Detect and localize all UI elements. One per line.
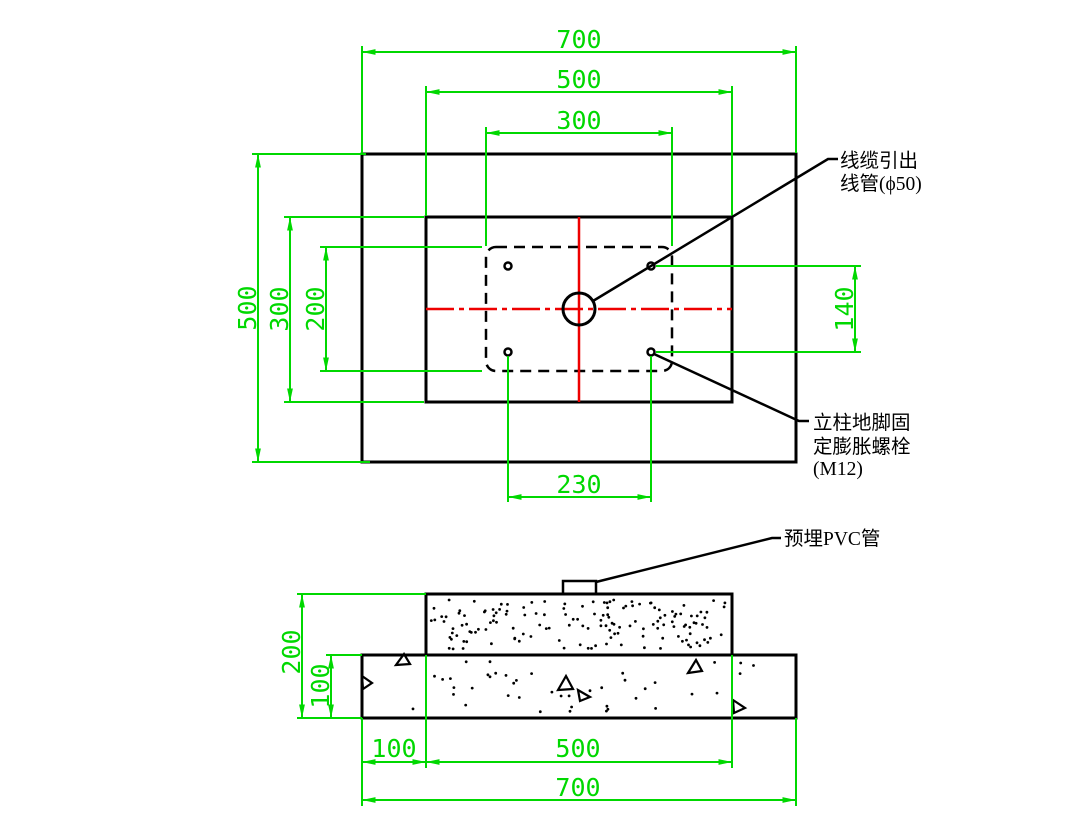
- dim-text-left-outer: 500: [233, 285, 262, 330]
- dim-section-base-width-700: 700: [362, 718, 797, 806]
- plan-view: 700 500 300 500 300: [233, 25, 922, 502]
- anchor-bolt-leader-line: [653, 352, 809, 423]
- dim-text-section-total-height: 200: [277, 629, 306, 674]
- dim-top-middle-500: 500: [425, 65, 733, 216]
- aggregate-triangle: [731, 697, 748, 715]
- dim-text-section-pedestal-width: 500: [555, 734, 600, 763]
- dim-text-left-inner: 200: [301, 286, 330, 331]
- dim-top-outer-700: 700: [361, 25, 797, 153]
- base-slab-section-outline: [360, 653, 798, 720]
- dim-text-section-base-width: 700: [555, 773, 600, 802]
- aggregate-triangle: [556, 673, 575, 692]
- anchor-bolt-label-line1: 立柱地脚固: [813, 412, 911, 434]
- anchor-bolt-label-line3: (M12): [813, 459, 863, 480]
- dim-left-middle-300: 300: [265, 216, 424, 403]
- dim-right-bolt-spacing-140: 140: [656, 265, 861, 353]
- anchor-bolt-hole-top-right: [646, 261, 656, 271]
- pedestal-concrete-stipple: [429, 598, 727, 651]
- pvc-pipe-label: 预埋PVC管: [784, 528, 880, 550]
- anchor-bolt-hole-bottom-left: [503, 347, 513, 357]
- foundation-outer-outline: [360, 152, 798, 464]
- dim-section-total-height-200: 200: [277, 593, 426, 719]
- dim-text-section-left-offset: 100: [371, 734, 416, 763]
- base-aggregate-symbols: [360, 652, 748, 715]
- dim-text-bottom-bolt-spacing: 230: [556, 470, 601, 499]
- dim-bottom-bolt-spacing-230: 230: [507, 356, 652, 502]
- anchor-bolt-label-line2: 定膨胀螺栓: [813, 436, 911, 458]
- cable-conduit-circle: [561, 291, 597, 327]
- base-concrete-stipple: [411, 660, 755, 714]
- dim-top-inner-300: 300: [485, 106, 673, 246]
- section-view: 预埋PVC管 200 100 100 500: [277, 528, 880, 806]
- dim-section-base-height-100: 100: [306, 654, 362, 718]
- dim-text-top-outer: 700: [556, 25, 601, 54]
- pvc-pipe-annotation: 预埋PVC管: [595, 528, 880, 584]
- dim-text-left-middle: 300: [265, 286, 294, 331]
- anchor-bolt-annotation: 立柱地脚固 定膨胀螺栓 (M12): [653, 352, 911, 480]
- pvc-pipe-leader-line: [595, 536, 781, 584]
- cable-conduit-annotation: 线缆引出 线管(ϕ50): [592, 150, 922, 303]
- anchor-bolt-hole-top-left: [503, 261, 513, 271]
- dim-text-right-bolt-spacing: 140: [830, 286, 859, 331]
- dim-text-section-base-height: 100: [306, 663, 335, 708]
- aggregate-triangle: [685, 657, 704, 675]
- dim-text-top-middle: 500: [556, 65, 601, 94]
- pvc-pipe-stub: [561, 579, 598, 596]
- aggregate-triangle: [393, 652, 412, 667]
- dim-section-left-offset-100: 100: [361, 655, 427, 806]
- dim-section-pedestal-width-500: 500: [426, 655, 733, 768]
- dim-left-inner-200: 200: [301, 246, 482, 372]
- cable-conduit-label-line2: 线管(ϕ50): [840, 173, 922, 195]
- dim-text-top-inner: 300: [556, 106, 601, 135]
- anchor-bolt-hole-bottom-right: [646, 347, 656, 357]
- dim-left-outer-500: 500: [233, 153, 370, 463]
- aggregate-triangle: [576, 687, 593, 703]
- cable-conduit-leader-line: [592, 157, 838, 303]
- cable-conduit-label-line1: 线缆引出: [840, 150, 918, 172]
